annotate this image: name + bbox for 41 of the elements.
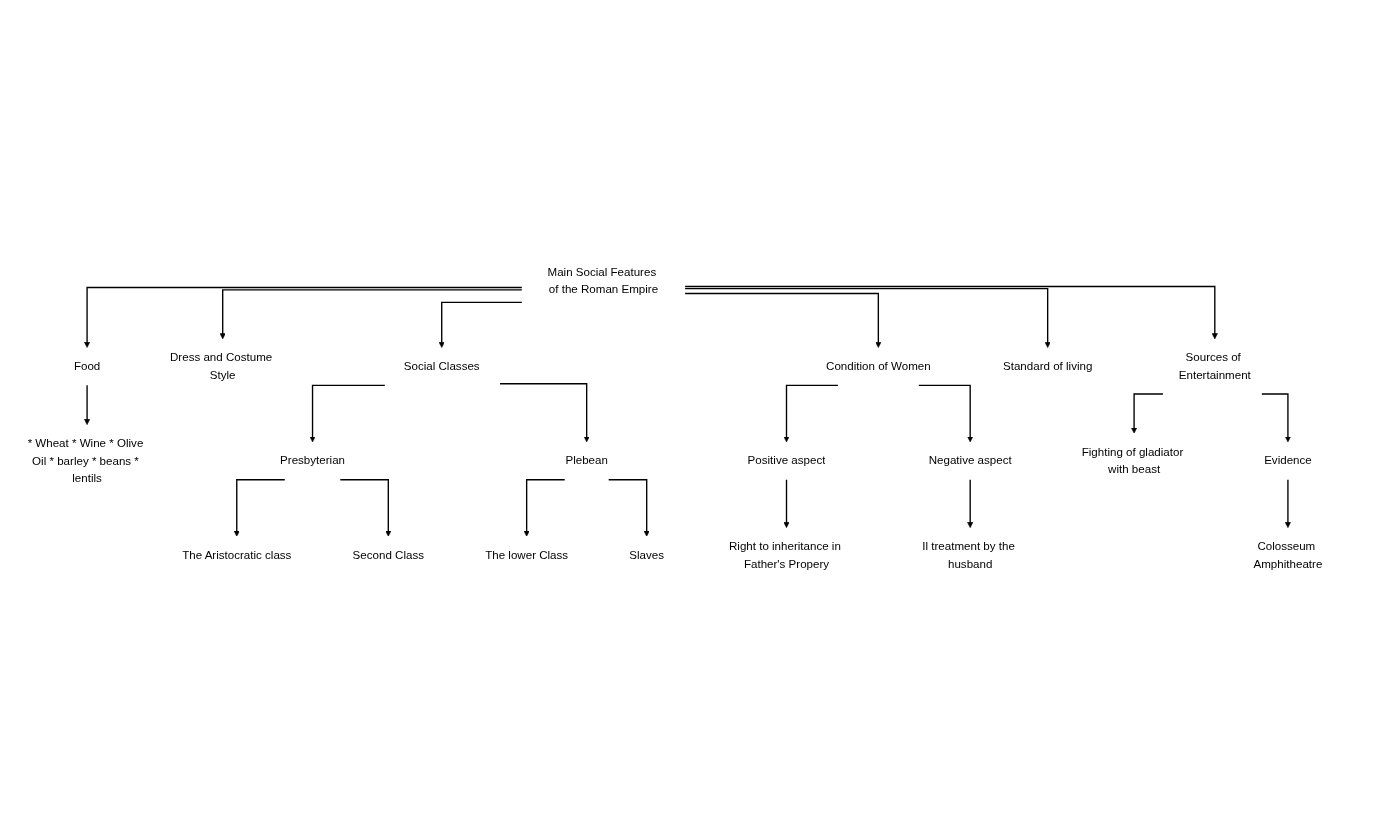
arrow: [499, 383, 590, 443]
arrow: [339, 479, 392, 537]
arrow: [783, 479, 790, 528]
node-text: Main Social Features of the Roman Empire: [547, 265, 659, 296]
arrow: [1131, 393, 1164, 434]
node-text: Evidence: [1264, 454, 1312, 468]
node-text: Il treatment by the husband: [922, 539, 1015, 571]
node-text: Social Classes: [403, 359, 480, 373]
node-text: Plebean: [565, 454, 608, 468]
arrow: [84, 384, 91, 425]
node-text: The lower Class: [485, 548, 569, 562]
arrow: [684, 285, 1218, 340]
arrow: [1261, 393, 1291, 443]
arrow: [438, 301, 523, 348]
arrow: [1284, 479, 1291, 528]
arrow: [918, 384, 974, 443]
node-text: Dress and Costume Style: [170, 351, 273, 382]
node-text: Slaves: [629, 548, 665, 562]
arrow: [967, 479, 974, 528]
arrow: [684, 292, 882, 348]
arrow: [233, 479, 286, 537]
node-text: Standard of living: [1002, 359, 1093, 373]
node-text: Negative aspect: [928, 454, 1012, 468]
node-text: The Aristocratic class: [182, 548, 292, 562]
node-text: Presbyterian: [280, 454, 345, 468]
arrow: [523, 479, 566, 537]
node-text: Positive aspect: [747, 454, 826, 468]
arrow: [84, 286, 523, 348]
node-text: Second Class: [352, 548, 424, 562]
arrow: [783, 384, 839, 443]
node-text: Colosseum Amphitheatre: [1253, 539, 1323, 571]
node-text: Condition of Women: [826, 359, 931, 373]
arrow: [608, 479, 650, 537]
node-text: Food: [73, 359, 101, 373]
node-text: * Wheat * Wine * Olive Oil * barley * beans * lentils: [27, 436, 144, 485]
arrow: [219, 289, 523, 340]
node-text: Right to inheritance in Father's Propery: [728, 539, 841, 571]
arrow: [684, 287, 1051, 348]
node-text: Sources of Entertainment: [1178, 351, 1251, 382]
node-text: Fighting of gladiator with beast: [1081, 445, 1184, 476]
arrow: [309, 384, 386, 443]
